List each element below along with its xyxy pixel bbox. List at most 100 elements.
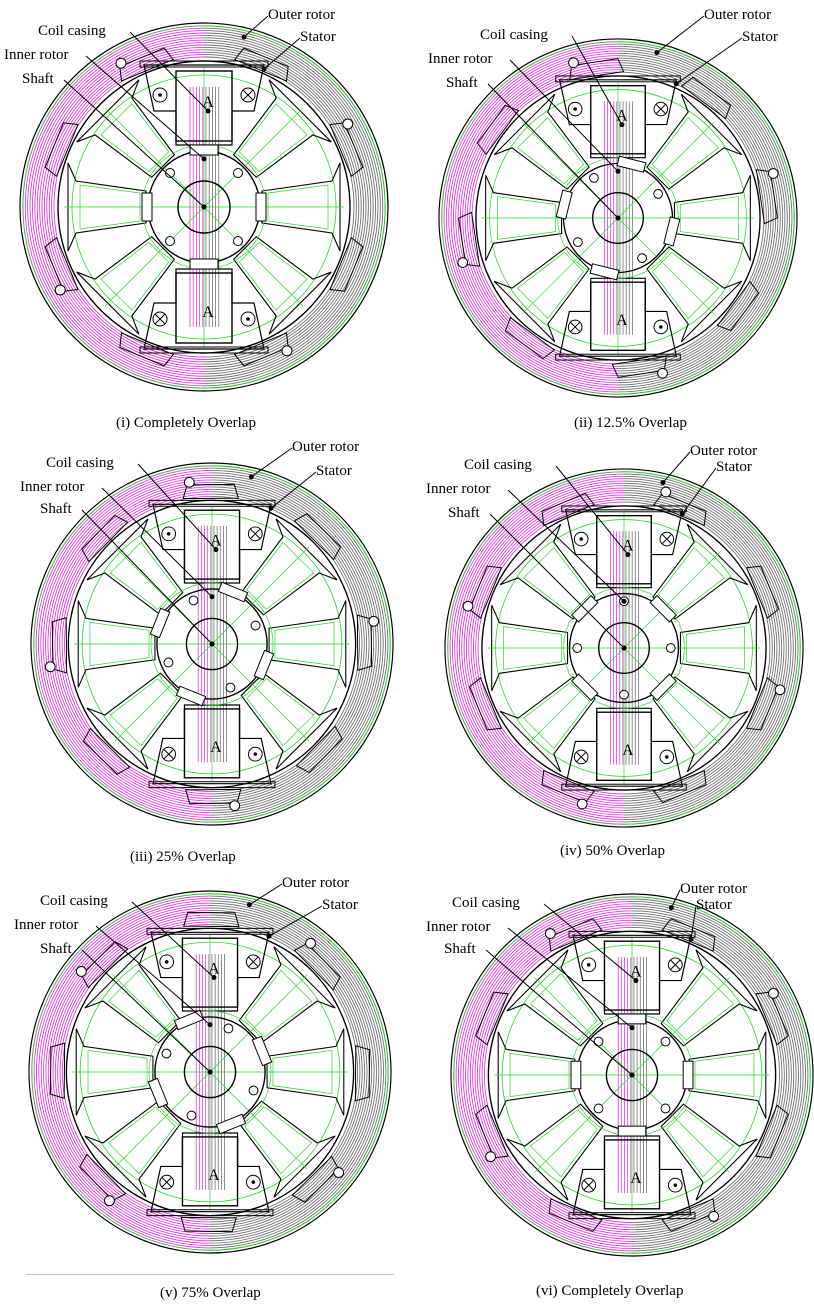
bolt-hole [657, 367, 668, 379]
coil-block [568, 930, 696, 1015]
leader-line [690, 905, 697, 940]
label-coil-casing: Coil casing [38, 23, 106, 39]
bolt-hole [708, 1211, 720, 1222]
label-coil-casing: Coil casing [464, 457, 532, 473]
bolt-hole [229, 800, 241, 812]
bolt-hole [660, 486, 672, 498]
coil-block [146, 927, 274, 1012]
label-coil-casing: Coil casing [46, 455, 114, 471]
leader-line [81, 949, 211, 1073]
label-outer-rotor: Outer rotor [690, 443, 758, 459]
flux-lines [447, 471, 801, 825]
label-coil-casing: Coil casing [40, 893, 108, 909]
label-outer-rotor: Outer rotor [292, 439, 360, 455]
leader-line [670, 889, 681, 908]
label-inner-rotor: Inner rotor [426, 919, 491, 935]
phase-label: A [622, 538, 634, 555]
outer-rotor-ring [450, 893, 814, 1257]
bolt-hole [544, 928, 556, 939]
panel-caption: (i) Completely Overlap [116, 415, 256, 431]
label-shaft: Shaft [22, 71, 54, 87]
coil-block [146, 1132, 274, 1217]
inner-rotor [570, 1013, 694, 1137]
leader-line [270, 471, 317, 509]
leader-line [249, 883, 283, 906]
leader-line [509, 59, 619, 172]
leader-line [507, 927, 633, 1029]
phase-label: A [210, 533, 222, 550]
label-shaft: Shaft [40, 501, 72, 517]
coil-block [148, 704, 276, 789]
shaft [183, 1045, 237, 1099]
outer-rotor-segments [49, 911, 371, 1233]
leader-line [543, 903, 637, 981]
label-inner-rotor: Inner rotor [4, 47, 69, 63]
inner-rotor [149, 581, 275, 707]
label-shaft: Shaft [446, 75, 478, 91]
label-inner-rotor: Inner rotor [426, 481, 491, 497]
bolt-hole [768, 987, 779, 999]
bolt-hole [576, 798, 588, 810]
label-outer-rotor: Outer rotor [268, 7, 336, 23]
inner-rotor [555, 155, 681, 281]
outer-rotor-ring [30, 462, 394, 826]
inner-rotor [141, 144, 267, 270]
label-shaft: Shaft [40, 941, 72, 957]
leader-line [676, 37, 743, 85]
phase-label: A [630, 1170, 642, 1187]
bolt-hole [774, 684, 786, 696]
label-coil-casing: Coil casing [452, 895, 520, 911]
label-inner-rotor: Inner rotor [428, 51, 493, 67]
stator [497, 949, 767, 1201]
bolt-hole [44, 661, 56, 673]
leader-line [95, 925, 211, 1026]
bolt-hole [305, 937, 316, 949]
bolt-hole [767, 168, 779, 179]
label-stator: Stator [316, 463, 352, 479]
leader-line [101, 487, 213, 598]
label-stator: Stator [322, 897, 358, 913]
bolt-hole [457, 257, 469, 268]
panel-caption: (iv) 50% Overlap [560, 843, 665, 859]
leader-line [681, 467, 717, 515]
bolt-hole [54, 284, 66, 296]
shaft [185, 617, 239, 671]
label-outer-rotor: Outer rotor [704, 7, 772, 23]
outer-rotor-segments [468, 492, 780, 804]
label-stator: Stator [300, 29, 336, 45]
panel-caption: (vi) Completely Overlap [536, 1283, 684, 1299]
phase-label: A [616, 312, 628, 329]
bolt-hole [342, 118, 354, 130]
phase-label: A [210, 739, 222, 756]
bolt-hole [104, 1195, 115, 1207]
panel-caption: (iii) 25% Overlap [130, 849, 236, 865]
leader-line [662, 451, 691, 483]
coil-block [555, 277, 681, 361]
inner-rotor [147, 1009, 273, 1135]
bolt-hole [462, 600, 474, 612]
label-outer-rotor: Outer rotor [680, 881, 748, 897]
leader-line [63, 79, 205, 208]
leader-line [137, 463, 217, 550]
shaft [592, 192, 644, 244]
leader-line [555, 465, 629, 555]
shaft [598, 622, 650, 674]
label-shaft: Shaft [444, 941, 476, 957]
outer-rotor-ring [444, 468, 804, 828]
coil-block [568, 1135, 696, 1220]
leader-line [507, 489, 625, 602]
label-stator: Stator [742, 29, 778, 45]
bolt-hole [75, 966, 87, 977]
leader-line [251, 447, 293, 478]
outer-rotor-segments [51, 483, 373, 805]
label-inner-rotor: Inner rotor [14, 917, 79, 933]
shaft [177, 180, 231, 234]
coil-block [561, 707, 687, 791]
flux-lines [22, 25, 386, 389]
